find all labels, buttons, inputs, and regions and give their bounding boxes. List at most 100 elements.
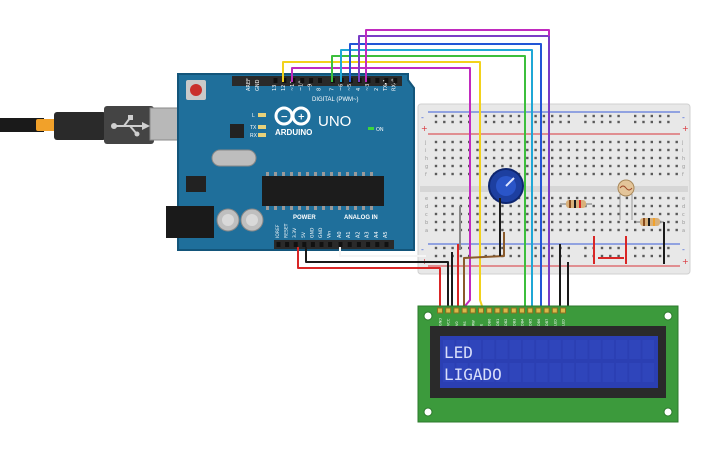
power-pin-socket[interactable] <box>276 242 281 247</box>
digital-pin-label: 12 <box>281 85 287 91</box>
digital-pin-label: 7 <box>329 88 335 91</box>
analog-pin-label: A0 <box>337 231 343 238</box>
wires[interactable] <box>282 29 665 307</box>
arduino-brand-text: ARDUINO <box>275 128 312 137</box>
wire-cyan[interactable] <box>340 49 533 142</box>
row-letter: c <box>425 212 428 218</box>
wire-yellow-lcd[interactable] <box>479 142 483 307</box>
rail-minus-label: - <box>682 113 685 122</box>
lcd-pin-label: VCC <box>447 318 451 326</box>
power-pin-label: GND <box>309 227 315 238</box>
wire-yellow[interactable] <box>282 61 481 142</box>
analog-pin-socket[interactable] <box>338 242 343 247</box>
digital-pin-label: ~5 <box>347 84 353 91</box>
potentiometer[interactable] <box>488 168 524 204</box>
wire-red-5v[interactable] <box>297 247 441 306</box>
arduino-uno-board[interactable]: − + ARDUINO UNO DIGITAL (PWM~) POWER ANA… <box>166 73 415 251</box>
rail-plus-label: + <box>682 257 689 266</box>
digital-pin-socket[interactable] <box>273 78 278 83</box>
wire-black-gnd[interactable] <box>305 247 449 306</box>
led-component <box>593 236 627 264</box>
lcd-pin-label: DB7 <box>545 319 549 326</box>
row-letter: i <box>682 148 683 154</box>
lcd-pin[interactable] <box>502 307 509 314</box>
analog-pin-label: A3 <box>365 231 371 238</box>
wire-purple[interactable] <box>358 35 550 142</box>
lcd-pin[interactable] <box>453 307 460 314</box>
digital-pin-label: 4 <box>356 88 362 91</box>
power-pin-socket[interactable] <box>310 242 315 247</box>
lcd-pin[interactable] <box>543 307 550 314</box>
lcd-pin[interactable] <box>551 307 558 314</box>
row-letter: b <box>425 220 428 226</box>
digital-pin-socket[interactable] <box>366 78 371 83</box>
analog-pin-socket[interactable] <box>375 242 380 247</box>
lcd-line-2: LIGADO <box>444 365 502 384</box>
power-pin-socket[interactable] <box>328 242 333 247</box>
lcd-pin[interactable] <box>486 307 493 314</box>
rx-led <box>258 133 266 137</box>
wire-brown-pot[interactable] <box>463 232 505 306</box>
digital-pin-socket[interactable] <box>375 78 380 83</box>
digital-pin-socket[interactable] <box>384 78 389 83</box>
digital-pin-socket[interactable] <box>393 78 398 83</box>
row-letter: e <box>682 196 685 202</box>
lcd-pin[interactable] <box>535 307 542 314</box>
digital-pin-socket[interactable] <box>300 78 305 83</box>
wire-magenta[interactable] <box>365 29 550 82</box>
lcd-pin[interactable] <box>494 307 501 314</box>
wire-magenta[interactable] <box>291 67 471 142</box>
digital-pin-label: ~9 <box>308 84 314 91</box>
lcd-pin[interactable] <box>560 307 566 314</box>
power-pin-socket[interactable] <box>302 242 307 247</box>
l-led <box>258 113 266 117</box>
digital-pin-label: RX◂0 <box>392 78 398 91</box>
analog-pin-label: A1 <box>346 231 352 238</box>
lcd-pin-label: E <box>480 324 484 326</box>
lcd-pin-label: DB6 <box>537 319 541 326</box>
analog-header <box>336 240 394 249</box>
wire-white-a0[interactable] <box>339 247 426 257</box>
digital-pin-socket[interactable] <box>318 78 322 83</box>
resistor <box>636 218 664 226</box>
wire-blue[interactable] <box>349 43 542 142</box>
atmega-chip <box>262 176 384 206</box>
digital-pin-label: ~11 <box>290 80 296 91</box>
analog-pin-socket[interactable] <box>384 242 389 247</box>
power-pin-label: 3.3V <box>292 227 298 238</box>
power-pin-socket[interactable] <box>293 242 298 247</box>
lcd-pin[interactable] <box>527 307 534 314</box>
lcd-pin-label: DB4 <box>521 318 525 326</box>
lcd-pin[interactable] <box>510 307 517 314</box>
lcd-pin[interactable] <box>461 307 468 314</box>
analog-pin-socket[interactable] <box>366 242 371 247</box>
lcd-pin[interactable] <box>519 307 525 314</box>
row-letter: i <box>425 148 426 154</box>
digital-pin-socket[interactable] <box>309 78 314 83</box>
lcd-pin[interactable] <box>478 307 484 314</box>
lcd-pin[interactable] <box>437 307 443 314</box>
lcd-pin[interactable] <box>469 307 476 314</box>
power-pin-socket[interactable] <box>319 242 324 247</box>
row-letter: f <box>682 172 684 178</box>
digital-pin-socket[interactable] <box>282 78 287 83</box>
arduino-model-text: UNO <box>318 113 351 130</box>
tx-led-label: TX <box>250 125 257 131</box>
digital-header-label: DIGITAL (PWM~) <box>312 97 359 103</box>
lcd-pin-label: DB5 <box>529 319 533 326</box>
wire-magenta-lcd[interactable] <box>464 142 471 307</box>
on-led-label: ON <box>376 127 384 133</box>
digital-pin-label: 13 <box>272 85 278 91</box>
lcd-pin[interactable] <box>445 307 452 314</box>
analog-pin-socket[interactable] <box>347 242 352 247</box>
digital-pin-socket[interactable] <box>291 78 296 83</box>
power-pin-socket[interactable] <box>285 242 290 247</box>
reset-button-cap[interactable] <box>190 84 202 96</box>
wire-green[interactable] <box>331 55 526 142</box>
analog-pin-socket[interactable] <box>356 242 361 247</box>
rail-minus-label: - <box>682 245 685 254</box>
